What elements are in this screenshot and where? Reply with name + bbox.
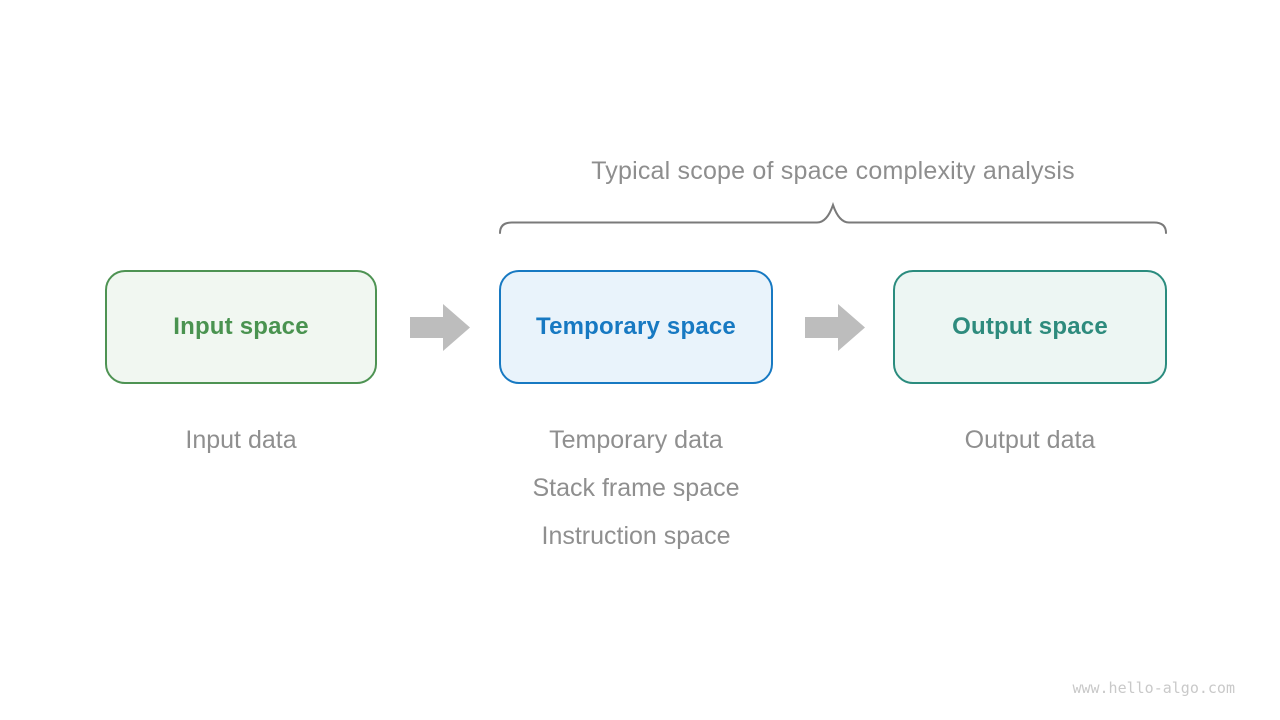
- arrow-right-icon: [410, 304, 470, 351]
- input-data-label: Input data: [185, 426, 297, 454]
- arrow-right-icon: [805, 304, 865, 351]
- box-output-space: Output space: [893, 270, 1167, 384]
- output-data-label: Output data: [964, 426, 1096, 454]
- diagram-title: Typical scope of space complexity analys…: [591, 157, 1075, 185]
- box-output-space-label: Output space: [952, 313, 1108, 340]
- box-temporary-space: Temporary space: [499, 270, 773, 384]
- temporary-data-label: Temporary data: [549, 426, 723, 454]
- instruction-space-label: Instruction space: [541, 522, 731, 550]
- watermark: www.hello-algo.com: [1072, 679, 1235, 697]
- box-temporary-space-label: Temporary space: [536, 313, 736, 340]
- stack-frame-space-label: Stack frame space: [532, 474, 740, 502]
- curly-brace-icon: [499, 202, 1167, 234]
- box-input-space-label: Input space: [173, 313, 309, 340]
- box-input-space: Input space: [105, 270, 377, 384]
